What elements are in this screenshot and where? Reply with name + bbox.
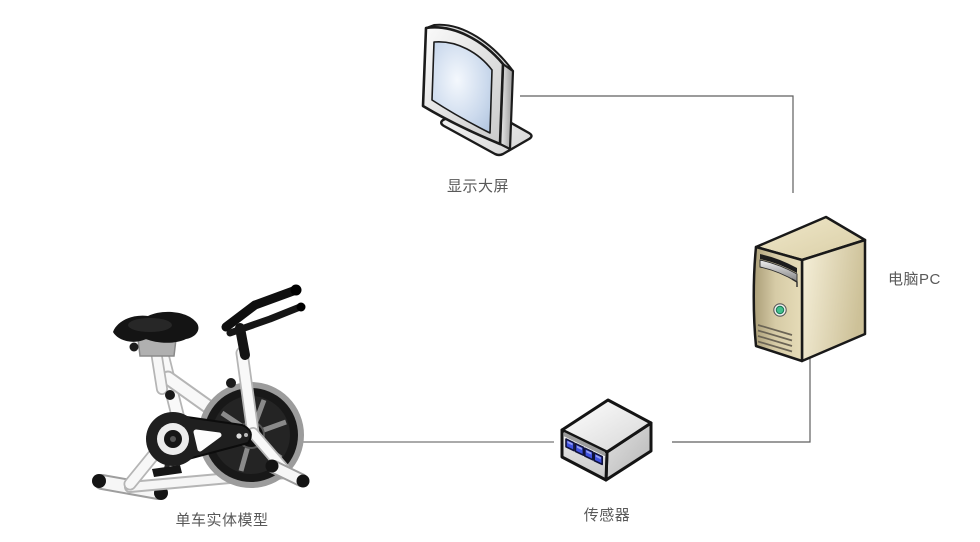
bike-handlebar xyxy=(221,285,301,332)
exercise-bike-icon xyxy=(92,284,310,500)
sensor-ports xyxy=(565,438,603,466)
node-sensor xyxy=(551,394,663,494)
node-sensor-label: 传感器 xyxy=(583,507,631,524)
node-bike xyxy=(90,283,310,505)
node-bike-label: 单车实体模型 xyxy=(175,512,269,529)
connector-display-pc xyxy=(520,95,794,193)
connector-pc-sensor xyxy=(672,352,811,443)
monitor-icon xyxy=(421,23,533,157)
node-pc-label: 电脑PC xyxy=(888,271,941,288)
sensor-icon xyxy=(560,398,653,482)
node-pc xyxy=(744,197,874,367)
pc-tower-icon xyxy=(752,215,867,363)
bike-chainguard xyxy=(146,412,252,466)
node-display-label: 显示大屏 xyxy=(446,178,509,195)
node-display xyxy=(413,16,538,174)
